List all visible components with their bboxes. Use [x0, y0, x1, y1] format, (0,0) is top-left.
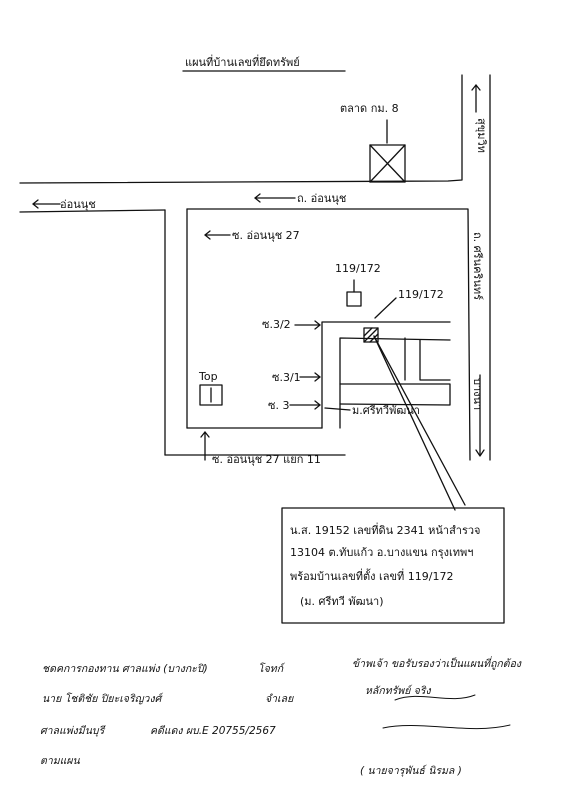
deed-line-1: น.ส. 19152 เลขที่ดิน 2341 หน้าสำรวจ [290, 522, 481, 537]
bangna-label: บางนา [471, 378, 484, 410]
note-case-number: คดีแดง ผบ.E 20755/2567 [150, 725, 276, 737]
note-plaintiff-role: โจทก์ [258, 663, 284, 675]
note-defendant-role: จำเลย [265, 693, 294, 705]
map-title: แผนที่บ้านเลขที่ยึดทรัพย์ [185, 54, 300, 69]
soi-3-1-block [339, 383, 451, 406]
arrow-village [324, 407, 351, 411]
top-shop-box [199, 384, 223, 406]
soi-3-label: ซ. 3 [268, 399, 289, 412]
certify-asset: หลักทรัพย์ จริง [365, 685, 431, 697]
road-onnut-left-label: อ่อนนุช [60, 198, 96, 211]
soi-27-label: ซ. อ่อนนุช 27 [232, 229, 300, 242]
signature-scribble [382, 694, 511, 730]
village-label: ม.ศรีทวีพัฒนา [352, 404, 420, 417]
market-label: ตลาด กม. 8 [340, 102, 399, 115]
target-property [363, 327, 379, 343]
top-shop-label: Top [198, 370, 218, 383]
certifier-name: ( นายจารุพันธ์ นิรมล ) [360, 765, 462, 777]
house-box [346, 291, 362, 307]
road-onnut-bottom-left [19, 209, 166, 213]
soi-3-2-bottom [339, 337, 451, 429]
note-map: ตามแผน [40, 755, 80, 767]
certify-statement: ข้าพเจ้า ขอรับรองว่าเป็นแผนที่ถูกต้อง [352, 658, 522, 670]
road-onnut-top-label: ถ. อ่อนนุช [297, 192, 346, 205]
deed-box [281, 507, 505, 624]
srinakarin-road-label: ถ. ศรีนครินทร์ [471, 232, 484, 300]
north-road-label: สุขุมวิท [475, 118, 488, 153]
deed-line-4: (ม. ศรีทวี พัฒนา) [300, 595, 384, 608]
deed-line-2: 13104 ต.ทับแก้ว อ.บางแขน กรุงเทพฯ [290, 546, 473, 559]
road-onnut-bottom-right [186, 208, 471, 461]
note-plaintiff: ชดคการกองทาน ศาลแพ่ง (บางกะปิ) [42, 663, 208, 675]
block-divider [404, 337, 451, 381]
leader-line [373, 335, 466, 506]
note-court: ศาลแพ่งมีนบุรี [40, 725, 105, 737]
road-onnut-top-edge [19, 74, 463, 184]
house-label-right: 119/172 [398, 288, 444, 301]
soi-3-2-top [321, 321, 451, 429]
note-defendant: นาย โชติชัย ปิยะเจริญวงศ์ [42, 693, 162, 705]
soi-27-11-label: ซ. อ่อนนุช 27 แยก 11 [212, 453, 321, 466]
soi-3-1-label: ซ.3/1 [272, 371, 301, 384]
deed-line-3: พร้อมบ้านเลขที่ตั้ง เลขที่ 119/172 [290, 568, 453, 583]
house-label-top: 119/172 [335, 262, 381, 275]
market-box [369, 144, 406, 183]
soi-3-2-label: ซ.3/2 [262, 318, 291, 331]
